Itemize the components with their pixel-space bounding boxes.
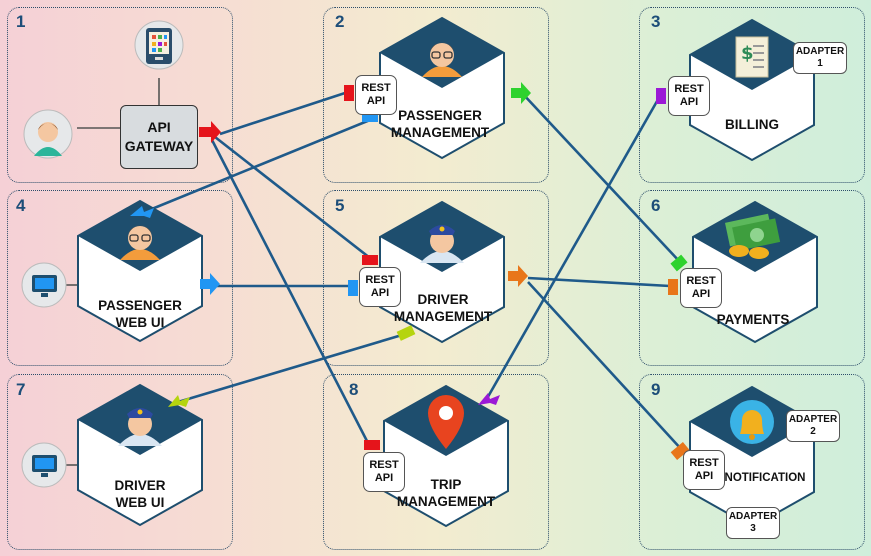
panel-number-1: 1 (16, 12, 26, 31)
billing-label: BILLING (725, 117, 779, 132)
api-gateway-line1: API (147, 119, 171, 135)
panel-number-7: 7 (16, 380, 26, 399)
driver-avatar-icon (420, 225, 464, 263)
driver-web-ui-node[interactable] (77, 383, 203, 527)
svg-text:$: $ (741, 43, 754, 64)
panel-4 (7, 190, 233, 366)
panel-number-6: 6 (651, 196, 661, 215)
bell-icon (730, 400, 774, 444)
map-pin-icon (428, 395, 464, 449)
payments-label: PAYMENTS (716, 312, 790, 327)
panel-number-8: 8 (349, 380, 359, 399)
panel-3 (639, 7, 865, 183)
panel-number-3: 3 (651, 12, 661, 31)
money-icon (724, 213, 781, 259)
panel-number-5: 5 (335, 196, 345, 215)
panel-8 (323, 374, 549, 550)
api-gateway[interactable]: API GATEWAY (120, 105, 198, 169)
invoice-icon: $ (735, 36, 769, 78)
driver-avatar-icon (118, 408, 162, 446)
panel-number-2: 2 (335, 12, 345, 31)
panel-number-4: 4 (16, 196, 26, 215)
passenger-avatar-icon (422, 42, 462, 77)
panel-7 (7, 374, 233, 550)
driver-management-node[interactable] (379, 200, 505, 344)
panel-9 (639, 374, 865, 550)
panel-6 (639, 190, 865, 366)
notification-label: NOTIFICATION (724, 472, 806, 484)
passenger-management-node[interactable] (379, 16, 505, 160)
trip-management-node[interactable] (383, 384, 509, 528)
passenger-web-ui-node[interactable] (77, 199, 203, 343)
panel-1 (7, 7, 233, 183)
panel-number-9: 9 (651, 380, 661, 399)
notification-node[interactable] (689, 385, 815, 529)
passenger-avatar-icon (120, 225, 160, 260)
api-gateway-line2: GATEWAY (124, 138, 194, 154)
payments-node[interactable] (692, 200, 818, 344)
panel-2 (323, 7, 549, 183)
